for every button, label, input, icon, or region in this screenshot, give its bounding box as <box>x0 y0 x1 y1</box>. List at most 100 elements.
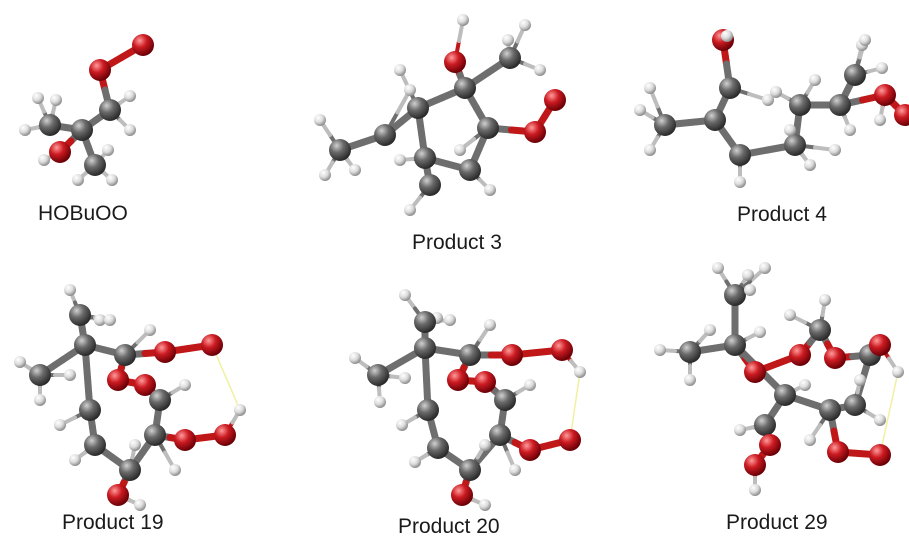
carbon-atom <box>414 147 436 169</box>
carbon-atom <box>489 424 511 446</box>
hydrogen-atom <box>409 456 421 468</box>
hydrogen-atom <box>804 434 816 446</box>
hydrogen-atom <box>876 62 888 74</box>
carbon-atom <box>729 144 751 166</box>
panel-label-product-19: Product 19 <box>62 511 164 534</box>
panel-label-product-4: Product 4 <box>737 203 827 226</box>
hydrogen-atom <box>234 404 246 416</box>
carbon-atom <box>809 319 831 341</box>
carbon-atom <box>144 424 166 446</box>
hydrogen-atom <box>509 464 521 476</box>
hydrogen-bond <box>879 371 899 456</box>
carbon-atom <box>419 174 441 196</box>
carbon-atom <box>477 117 499 139</box>
hydrogen-atom <box>64 284 76 296</box>
carbon-atom <box>74 334 96 356</box>
panel-label-product-29: Product 29 <box>726 511 828 534</box>
hydrogen-atom <box>644 82 656 94</box>
hydrogen-atom <box>634 104 646 116</box>
hydrogen-atom <box>484 319 496 331</box>
hydrogen-atom <box>519 19 531 31</box>
hydrogen-atom <box>854 374 866 386</box>
oxygen-atom <box>869 334 891 356</box>
hydrogen-atom <box>106 174 118 186</box>
hydrogen-atom <box>819 294 831 306</box>
hydrogen-atom <box>94 314 106 326</box>
hydrogen-atom <box>314 114 326 126</box>
carbon-atom <box>774 384 796 406</box>
hydrogen-atom <box>399 372 411 384</box>
oxygen-atom <box>544 89 566 111</box>
hydrogen-atom <box>374 396 386 408</box>
hydrogen-atom <box>396 419 408 431</box>
hydrogen-atom <box>829 144 841 156</box>
hydrogen-atom <box>759 262 771 274</box>
hydrogen-atom <box>394 64 406 76</box>
oxygen-atom <box>824 347 846 369</box>
hydrogen-atom <box>104 314 116 326</box>
hydrogen-atom <box>14 356 26 368</box>
carbon-atom <box>819 399 841 421</box>
hydrogen-atom <box>144 324 156 336</box>
carbon-atom <box>71 119 93 141</box>
hydrogen-atom <box>454 144 466 156</box>
panel-label-product-3: Product 3 <box>412 231 502 254</box>
hydrogen-atom <box>654 344 666 356</box>
oxygen-atom <box>827 441 849 463</box>
carbon-atom <box>427 437 449 459</box>
carbon-atom <box>754 414 776 436</box>
hydrogen-atom <box>34 394 46 406</box>
carbon-atom <box>374 124 396 146</box>
hydrogen-atom <box>102 144 114 156</box>
carbon-atom <box>789 94 811 116</box>
carbon-atom <box>69 304 91 326</box>
hydrogen-atom <box>874 414 886 426</box>
hydrogen-atom <box>479 439 491 451</box>
oxygen-atom <box>201 334 223 356</box>
oxygen-atom <box>501 344 523 366</box>
carbon-atom <box>84 434 106 456</box>
hydrogen-atom <box>859 34 871 46</box>
oxygen-atom <box>49 141 71 163</box>
hydrogen-atom <box>179 379 191 391</box>
carbon-atom <box>654 114 676 136</box>
oxygen-atom <box>874 84 896 106</box>
carbon-atom <box>414 311 436 333</box>
hydrogen-atom <box>770 86 782 98</box>
carbon-atom <box>119 459 141 481</box>
carbon-atom <box>454 77 476 99</box>
carbon-atom <box>719 77 741 99</box>
hydrogen-atom <box>749 484 761 496</box>
hydrogen-atom <box>734 424 746 436</box>
carbon-atom <box>494 389 516 411</box>
hydrogen-atom <box>64 369 76 381</box>
carbon-atom <box>39 114 61 136</box>
oxygen-atom <box>447 369 469 391</box>
oxygen-atom <box>154 341 176 363</box>
hydrogen-atom <box>169 464 181 476</box>
oxygen-atom <box>174 429 196 451</box>
oxygen-atom <box>559 429 581 451</box>
carbon-atom <box>704 109 726 131</box>
hydrogen-atom <box>444 314 456 326</box>
hydrogen-atom <box>742 269 754 281</box>
hydrogen-atom <box>32 92 44 104</box>
hydrogen-atom <box>534 64 546 76</box>
carbon-atom <box>407 97 429 119</box>
hydrogen-atom <box>704 324 716 336</box>
oxygen-atom <box>107 369 129 391</box>
hydrogen-atom <box>54 419 66 431</box>
molecule-hobuoo <box>19 34 154 186</box>
carbon-atom <box>784 134 806 156</box>
carbon-atom <box>29 364 51 386</box>
molecule-product-4 <box>634 29 909 188</box>
carbon-atom <box>414 337 436 359</box>
oxygen-atom <box>107 484 129 506</box>
carbon-atom <box>114 344 136 366</box>
oxygen-atom <box>744 454 766 476</box>
carbon-atom <box>99 99 121 121</box>
hydrogen-atom <box>38 154 50 166</box>
hydrogen-atom <box>502 34 514 46</box>
hydrogen-atom <box>319 169 331 181</box>
hydrogen-atom <box>804 159 816 171</box>
